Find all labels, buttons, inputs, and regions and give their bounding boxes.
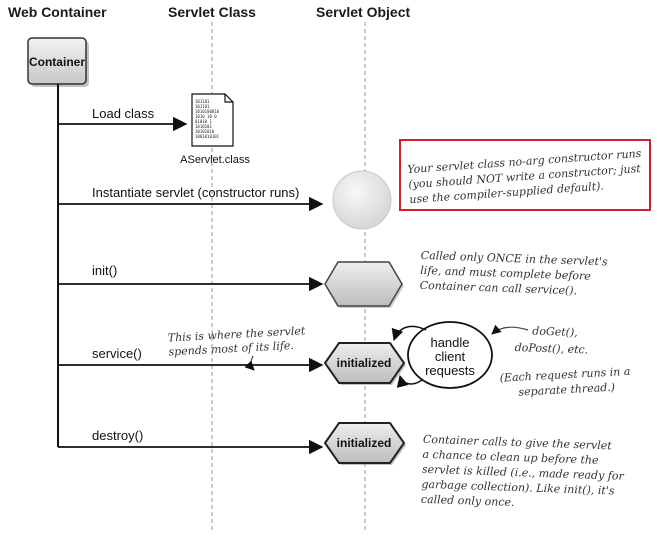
init-note: Called only ONCE in the servlet's life, … bbox=[420, 249, 609, 297]
file-line-2: 1010100010 bbox=[195, 109, 220, 114]
class-file-label: AServlet.class bbox=[180, 154, 250, 166]
step-service: service() bbox=[92, 346, 142, 361]
header-servlet-object: Servlet Object bbox=[316, 4, 410, 20]
service-hexagon: initialized bbox=[323, 342, 406, 385]
thread-note: (Each request runs in a separate thread.… bbox=[499, 365, 630, 399]
doget-note-line-0: doGet(), bbox=[532, 325, 578, 340]
destroy-note-line-4: called only once. bbox=[421, 493, 515, 509]
doget-note-line-1: doPost(), etc. bbox=[514, 341, 588, 357]
file-line-5: 1010101 bbox=[195, 124, 212, 129]
container-box: Container bbox=[27, 37, 89, 87]
doget-note: doGet(), doPost(), etc. bbox=[514, 325, 588, 357]
service-left-note-pointer bbox=[244, 355, 255, 371]
thread-note-line-1: separate thread.) bbox=[518, 381, 615, 399]
file-line-1: 101101 bbox=[195, 104, 210, 109]
file-line-3: 1010 10 0 bbox=[195, 114, 217, 119]
container-box-label: Container bbox=[29, 55, 85, 69]
handle-line-1: handle bbox=[430, 335, 469, 350]
loop-arrow-top bbox=[391, 325, 427, 342]
class-file-icon: 101101 101101 1010100010 1010 10 0 01010… bbox=[191, 93, 234, 147]
handle-line-3: requests bbox=[425, 363, 475, 378]
constructor-note: Your servlet class no-arg constructor ru… bbox=[399, 139, 651, 211]
header-web-container: Web Container bbox=[8, 4, 107, 20]
destroy-hexagon: initialized bbox=[323, 422, 406, 465]
destroy-state-label: initialized bbox=[337, 436, 392, 450]
step-init: init() bbox=[92, 263, 117, 278]
file-line-4: 01010 1 bbox=[195, 119, 212, 124]
step-load-class: Load class bbox=[92, 106, 155, 121]
handle-line-2: client bbox=[435, 349, 466, 364]
servlet-object-circle bbox=[332, 170, 392, 230]
destroy-note-line-1: a chance to clean up before the bbox=[422, 448, 599, 467]
destroy-note: Container calls to give the servlet a ch… bbox=[421, 433, 625, 509]
step-destroy: destroy() bbox=[92, 428, 143, 443]
file-line-7: 1001010101 bbox=[195, 134, 220, 139]
service-state-label: initialized bbox=[337, 356, 392, 370]
step-instantiate: Instantiate servlet (constructor runs) bbox=[92, 185, 299, 200]
header-servlet-class: Servlet Class bbox=[168, 4, 256, 20]
doget-note-pointer bbox=[491, 324, 529, 335]
handle-requests-bubble: handle client requests bbox=[407, 321, 493, 389]
loop-arrow-bottom bbox=[396, 374, 423, 388]
init-note-line-2: Container can call service(). bbox=[420, 279, 578, 297]
service-left-note: This is where the servlet spends most of… bbox=[167, 324, 306, 358]
init-hexagon bbox=[324, 261, 404, 308]
file-line-0: 101101 bbox=[195, 99, 210, 104]
file-line-6: 10101010 bbox=[195, 129, 215, 134]
constructor-note-box bbox=[399, 139, 651, 211]
init-note-line-1: life, and must complete before bbox=[420, 264, 591, 283]
